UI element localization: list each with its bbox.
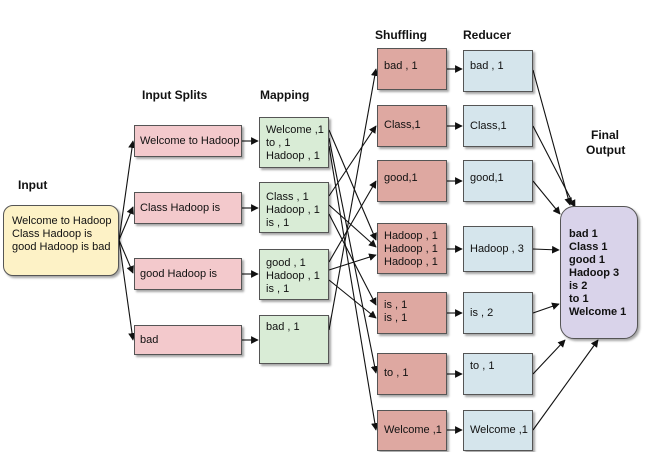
reducer-line: Class,1 bbox=[470, 120, 507, 132]
mapping-to-shuffling-arrow bbox=[328, 180, 377, 263]
reducer-line: Welcome ,1 bbox=[470, 424, 528, 436]
input-line: Welcome to Hadoop bbox=[12, 215, 112, 227]
shuffling-line: Hadoop , 1 bbox=[384, 256, 438, 268]
reducer-to-output-arrow bbox=[532, 245, 560, 254]
final-output-line: good 1 bbox=[569, 254, 606, 266]
shuffling-box: bad , 1 bbox=[377, 48, 447, 90]
split-line: good Hadoop is bbox=[140, 268, 218, 280]
reducer-line: Hadoop , 3 bbox=[470, 243, 524, 255]
reducer-box: is , 2 bbox=[463, 292, 533, 334]
input-to-split-arrow bbox=[118, 239, 134, 274]
split-box: good Hadoop is bbox=[134, 258, 242, 290]
mapping-box: Welcome ,1 to , 1 Hadoop , 1 bbox=[259, 117, 329, 168]
shuffling-box: good,1 bbox=[377, 160, 447, 202]
mapping-to-shuffling-arrow bbox=[328, 145, 379, 431]
reducer-to-output-arrow bbox=[532, 339, 599, 431]
shuffling-box: Welcome ,1 bbox=[377, 410, 447, 451]
reducer-box: bad , 1 bbox=[463, 50, 533, 92]
mapping-line: is , 1 bbox=[266, 283, 290, 295]
final-output-line: Hadoop 3 bbox=[569, 267, 620, 279]
shuffling-line: good,1 bbox=[384, 172, 418, 184]
input-line: Class Hadoop is bbox=[12, 228, 93, 240]
mapping-to-shuffling-arrow bbox=[328, 204, 377, 248]
mapping-to-shuffling-arrow bbox=[328, 213, 377, 306]
shuffling-box: to , 1 bbox=[377, 353, 447, 395]
reducer-line: bad , 1 bbox=[470, 60, 504, 72]
reducer-to-output-arrow bbox=[532, 125, 576, 208]
reducer-box: Welcome ,1 bbox=[463, 410, 533, 451]
final-output-line: Welcome 1 bbox=[569, 306, 627, 318]
input-box: Welcome to Hadoop Class Hadoop is good H… bbox=[3, 205, 119, 276]
reducer-line: to , 1 bbox=[470, 360, 495, 372]
final-output-heading-line-1: Final bbox=[591, 128, 620, 142]
input-splits-heading: Input Splits bbox=[142, 88, 208, 102]
input-to-split-arrow bbox=[118, 206, 134, 241]
final-output-line: to 1 bbox=[569, 293, 589, 305]
mapping-box: bad , 1 bbox=[259, 315, 329, 364]
input-to-split-arrow bbox=[118, 140, 136, 241]
split-box: Welcome to Hadoop bbox=[134, 125, 242, 157]
mapping-heading: Mapping bbox=[260, 88, 310, 102]
input-line: good Hadoop is bad bbox=[12, 241, 111, 253]
shuffling-line: Hadoop , 1 bbox=[384, 230, 438, 242]
mapping-line: Welcome ,1 bbox=[266, 124, 324, 136]
mapping-box: Class , 1 Hadoop , 1 is , 1 bbox=[259, 182, 329, 233]
shuffling-box: Class,1 bbox=[377, 105, 447, 147]
mapping-to-shuffling-arrow bbox=[328, 129, 377, 241]
shuffling-line: is , 1 bbox=[384, 312, 408, 324]
input-heading: Input bbox=[18, 178, 48, 192]
shuffling-box: Hadoop , 1 Hadoop , 1 Hadoop , 1 bbox=[377, 223, 447, 274]
final-output-box: bad 1 Class 1 good 1 Hadoop 3 is 2 to 1 … bbox=[560, 206, 638, 339]
final-output-line: bad 1 bbox=[569, 228, 598, 240]
shuffling-line: Welcome ,1 bbox=[384, 424, 442, 436]
reducer-box: to , 1 bbox=[463, 353, 533, 395]
mapping-line: Hadoop , 1 bbox=[266, 204, 320, 216]
reducer-to-output-arrow bbox=[532, 339, 566, 375]
mapping-line: Hadoop , 1 bbox=[266, 150, 320, 162]
mapping-line: good , 1 bbox=[266, 257, 306, 269]
split-line: Welcome to Hadoop bbox=[140, 135, 240, 147]
reducer-to-output-arrow bbox=[532, 180, 561, 215]
mapping-line: Class , 1 bbox=[266, 191, 309, 203]
mapping-to-shuffling-arrow bbox=[328, 137, 379, 374]
mapping-line: to , 1 bbox=[266, 137, 291, 149]
shuffling-line: is , 1 bbox=[384, 299, 408, 311]
split-box: Class Hadoop is bbox=[134, 192, 242, 224]
shuffling-line: Class,1 bbox=[384, 119, 421, 131]
mapping-line: is , 1 bbox=[266, 217, 290, 229]
mapping-box: good , 1 Hadoop , 1 is , 1 bbox=[259, 249, 329, 300]
reducer-line: is , 2 bbox=[470, 307, 494, 319]
reducer-box: Hadoop , 3 bbox=[463, 226, 533, 272]
mapping-to-shuffling-arrow bbox=[328, 68, 379, 331]
shuffling-heading: Shuffling bbox=[375, 28, 427, 42]
reducer-box: Class,1 bbox=[463, 105, 533, 147]
final-output-line: Class 1 bbox=[569, 241, 608, 253]
mapping-to-shuffling-arrow bbox=[328, 253, 377, 271]
shuffling-line: to , 1 bbox=[384, 367, 409, 379]
split-box: bad bbox=[134, 325, 242, 355]
shuffling-line: Hadoop , 1 bbox=[384, 243, 438, 255]
reducer-to-output-arrow bbox=[532, 69, 572, 206]
reducer-box: good,1 bbox=[463, 160, 533, 202]
input-to-split-arrow bbox=[118, 239, 136, 341]
shuffling-line: bad , 1 bbox=[384, 60, 418, 72]
reducer-line: good,1 bbox=[470, 172, 504, 184]
final-output-line: is 2 bbox=[569, 280, 588, 292]
final-output-heading-line-2: Output bbox=[586, 143, 626, 157]
split-line: bad bbox=[140, 334, 159, 346]
mapping-line: bad , 1 bbox=[266, 321, 300, 333]
mapping-to-shuffling-arrow bbox=[328, 125, 377, 197]
mapping-line: Hadoop , 1 bbox=[266, 270, 320, 282]
shuffling-box: is , 1 is , 1 bbox=[377, 292, 447, 334]
reducer-to-output-arrow bbox=[532, 302, 560, 314]
reducer-heading: Reducer bbox=[463, 28, 512, 42]
split-line: Class Hadoop is bbox=[140, 202, 221, 214]
